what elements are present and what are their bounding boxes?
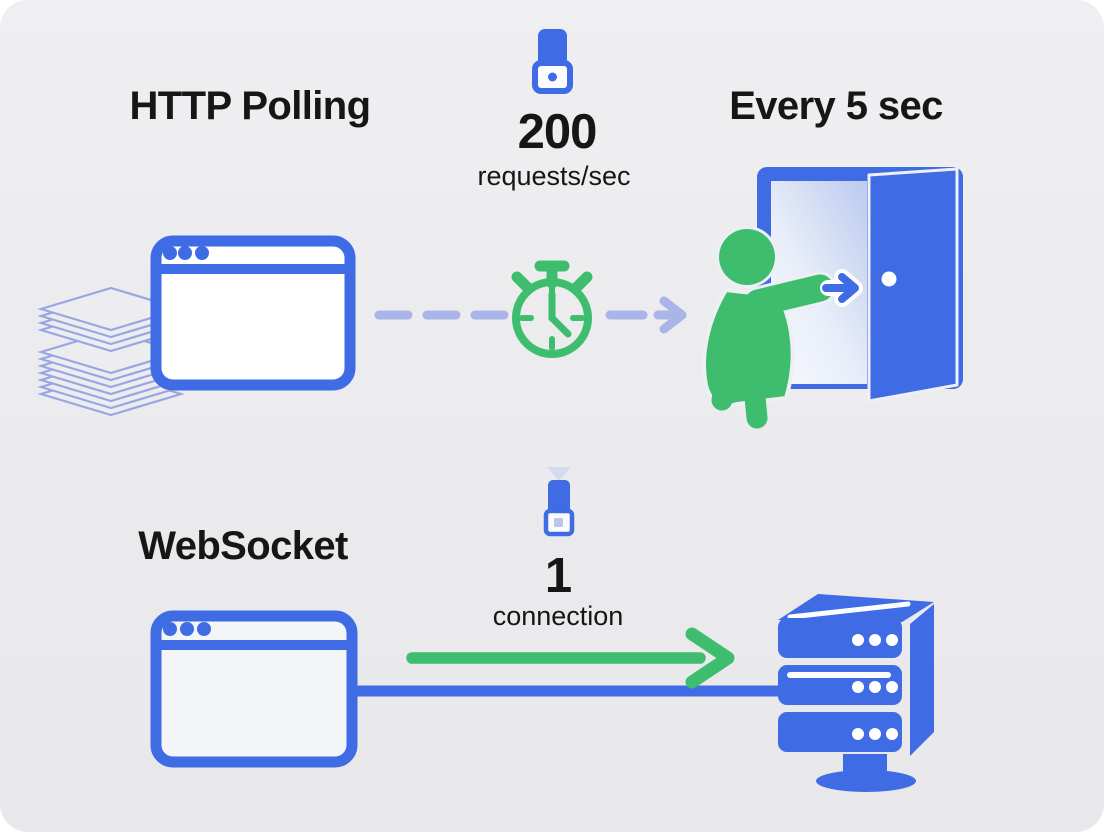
polling-rate-unit: requests/sec [477,161,631,191]
usb-request-icon-small [543,467,575,537]
browser-window-icon-bottom [150,610,358,768]
websocket-title: WebSocket [138,524,348,568]
browser-window-icon [150,235,356,391]
polling-rate-value: 200 [517,105,598,159]
polling-interval-label: Every 5 sec [729,84,943,128]
websocket-count-unit: connection [492,601,624,631]
request-arrow-icon [820,269,863,307]
server-icon [778,594,934,792]
green-arrow-icon [406,627,735,689]
stopwatch-icon [511,260,593,358]
person-icon [702,226,837,429]
document-stack-icon [37,286,185,417]
dashed-arrow-icon [374,296,687,334]
usb-request-icon [532,29,573,94]
websocket-count-value: 1 [544,549,572,603]
http-polling-title: HTTP Polling [129,84,372,128]
